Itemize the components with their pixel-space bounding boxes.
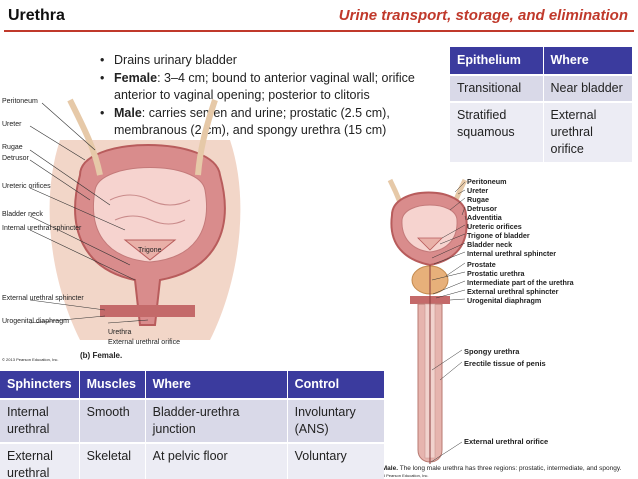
label-detrusor: Detrusor <box>467 204 497 213</box>
label-external-urethral-orifice: External urethral orifice <box>108 339 180 346</box>
trigone-shape <box>417 237 443 251</box>
column-header: Epithelium <box>450 47 543 75</box>
figure-caption: (b) Female. <box>80 351 122 360</box>
label-peritoneum: Peritoneum <box>2 98 38 105</box>
figure-caption-text: The long male urethra has three regions:… <box>398 465 622 472</box>
figure-credit: © 2013 Pearson Education, Inc. <box>372 473 429 478</box>
bladder-cavity <box>401 204 458 253</box>
bullet-item: Male: carries semen and urine; prostatic… <box>100 105 440 139</box>
column-header: Sphincters <box>0 371 80 399</box>
label-rugae: Rugae <box>2 144 23 151</box>
table-cell: Bladder-urethra junction <box>144 398 288 443</box>
table-row: Transitional Near bladder <box>450 74 632 102</box>
label-urethra: Urethra <box>108 329 131 336</box>
column-header: Where <box>144 371 288 399</box>
table-cell: External urethral <box>0 442 80 479</box>
label-ureteric-orifices: Ureteric orifices <box>2 183 51 190</box>
table-cell: External urethral orifice <box>542 101 632 162</box>
column-header: Where <box>542 47 632 75</box>
figure-caption-bold: (a) Male. <box>372 465 398 472</box>
bullet-item: Female: 3–4 cm; bound to anterior vagina… <box>100 70 440 104</box>
label-internal-urethral-sphincter: Internal urethral sphincter <box>2 225 82 232</box>
slide-header: Urethra Urine transport, storage, and el… <box>0 0 638 30</box>
leader-lines <box>430 181 467 463</box>
label-peritoneum: Peritoneum <box>467 177 507 186</box>
label-external-urethral-orifice: External urethral orifice <box>464 437 548 446</box>
table-cell: Internal urethral <box>0 398 80 443</box>
table-cell: At pelvic floor <box>144 442 288 479</box>
epithelium-table: Epithelium Where Transitional Near bladd… <box>450 47 632 162</box>
label-urogenital-diaphragm: Urogenital diaphragm <box>2 318 69 325</box>
figure-caption: (a) Male. The long male urethra has thre… <box>372 465 622 472</box>
table-cell: Skeletal <box>78 442 146 479</box>
bullet-item: Drains urinary bladder <box>100 52 440 69</box>
label-bladder-neck: Bladder neck <box>2 211 43 218</box>
sphincter-table: Sphincters Muscles Where Control Interna… <box>0 371 384 479</box>
table-row: External urethral Skeletal At pelvic flo… <box>0 442 384 479</box>
label-rugae: Rugae <box>467 195 489 204</box>
column-header: Control <box>286 371 384 399</box>
leader-lines <box>29 102 149 324</box>
table-cell: Involuntary (ANS) <box>286 398 384 443</box>
label-ureter: Ureter <box>2 121 22 128</box>
rugae-folds <box>109 194 191 206</box>
label-ureter: Ureter <box>467 186 488 195</box>
label-adventitia: Adventitia <box>467 213 503 222</box>
bullet-text: Drains urinary bladder <box>114 53 237 67</box>
male-bladder-illustration: Peritoneum Ureter Rugae Detrusor Adventi… <box>372 177 622 478</box>
header-divider <box>4 30 634 32</box>
table-header-row: Sphincters Muscles Where Control <box>0 371 384 399</box>
table-cell: Near bladder <box>542 74 632 102</box>
label-internal-urethral-sphincter: Internal urethral sphincter <box>467 249 556 258</box>
label-intermediate-urethra: Intermediate part of the urethra <box>467 278 575 287</box>
trigone-shape <box>123 239 177 261</box>
figure-credit: © 2013 Pearson Education, Inc. <box>2 357 59 362</box>
table-cell: Smooth <box>78 398 146 443</box>
page-title: Urethra <box>8 7 65 24</box>
table-cell: Stratified squamous <box>450 101 543 162</box>
page-subtitle: Urine transport, storage, and eliminatio… <box>338 7 628 24</box>
female-bladder-illustration: Peritoneum Ureter Rugae Detrusor Ureteri… <box>2 98 241 362</box>
label-prostatic-urethra: Prostatic urethra <box>467 269 526 278</box>
table-header-row: Epithelium Where <box>450 47 632 75</box>
bladder-cavity <box>93 167 207 263</box>
ureter-left <box>67 98 103 176</box>
column-header: Muscles <box>78 371 146 399</box>
ureter-right <box>195 99 218 176</box>
label-external-urethral-sphincter: External urethral sphincter <box>467 287 559 296</box>
bullet-strong: Female <box>114 71 158 85</box>
bullet-text: : 3–4 cm; bound to anterior vaginal wall… <box>114 71 415 102</box>
table-cell: Voluntary <box>286 442 384 479</box>
table-row: Internal urethral Smooth Bladder-urethra… <box>0 398 384 443</box>
rugae-folds <box>114 215 186 225</box>
label-prostate: Prostate <box>467 260 496 269</box>
label-ureteric-orifices: Ureteric orifices <box>467 222 522 231</box>
table-cell: Transitional <box>450 74 543 102</box>
label-bladder-neck: Bladder neck <box>467 240 512 249</box>
bullet-strong: Male <box>114 106 142 120</box>
label-external-urethral-sphincter: External urethral sphincter <box>2 295 84 302</box>
label-trigone-of-bladder: Trigone of bladder <box>467 231 530 240</box>
bullet-list: Drains urinary bladder Female: 3–4 cm; b… <box>100 52 440 140</box>
urogenital-diaphragm <box>100 305 195 317</box>
label-trigone: Trigone <box>138 247 162 254</box>
bullet-text: : carries semen and urine; prostatic (2.… <box>114 106 390 137</box>
label-erectile-tissue: Erectile tissue of penis <box>464 359 546 368</box>
label-urogenital-diaphragm: Urogenital diaphragm <box>467 296 541 305</box>
label-detrusor: Detrusor <box>2 155 30 162</box>
table-row: Stratified squamous External urethral or… <box>450 101 632 162</box>
label-spongy-urethra: Spongy urethra <box>464 347 520 356</box>
